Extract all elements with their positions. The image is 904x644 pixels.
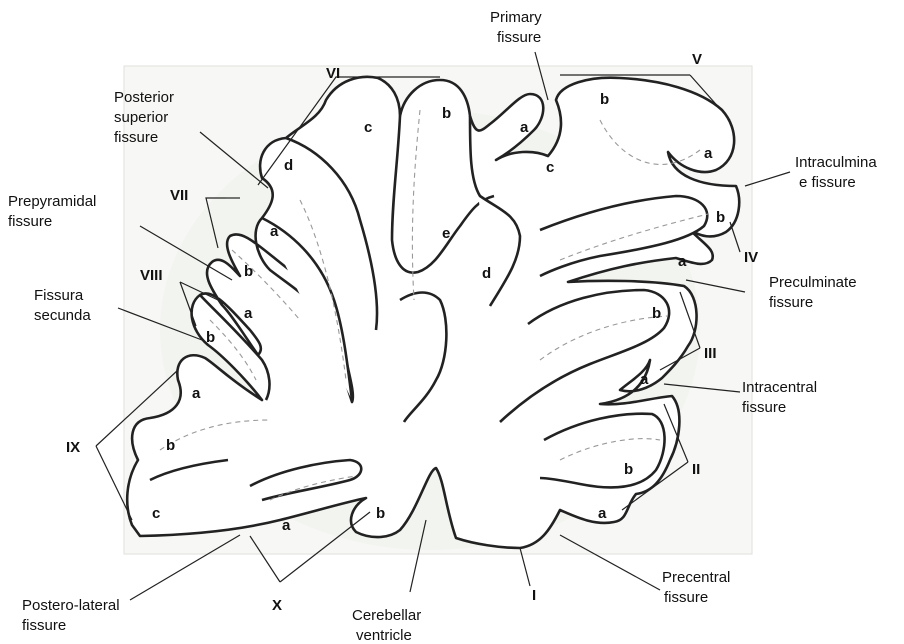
lobule-VII-label: VII (170, 187, 188, 204)
preculminate-fissure-label: Preculminate fissure (769, 274, 861, 311)
sublobule-VIII-a: a (244, 305, 253, 322)
intraculminate-fissure-label: Intraculmina e fissure (795, 154, 881, 191)
sublobule-V-a: a (704, 145, 713, 162)
cerebellar-ventricle-label: Cerebellar ventricle (352, 607, 425, 644)
sublobule-V-d: d (482, 265, 491, 282)
postero-lateral-fissure-label: Postero-lateral fissure (22, 597, 124, 634)
lobule-II-label: II (692, 461, 700, 478)
lobule-V-label: V (692, 51, 702, 68)
lobule-IX-label: IX (66, 439, 80, 456)
sublobule-VII-a: a (270, 223, 279, 240)
intracentral-fissure-label: Intracentral fissure (742, 379, 821, 416)
sublobule-VI-a: a (520, 119, 529, 136)
sublobule-IV-a: a (678, 253, 687, 270)
sublobule-III-b: b (652, 305, 661, 322)
sublobule-X-b: b (376, 505, 385, 522)
sublobule-V-e: e (442, 225, 450, 242)
sublobule-X-a: a (282, 517, 291, 534)
sublobule-V-b: b (600, 91, 609, 108)
lobule-X-label: X (272, 597, 282, 614)
sublobule-IX-c: c (152, 505, 160, 522)
sublobule-VI-c: c (364, 119, 372, 136)
sublobule-VII-b: b (244, 263, 253, 280)
sublobule-VIII-b: b (206, 329, 215, 346)
sublobule-IX-b: b (166, 437, 175, 454)
sublobule-II-b: b (624, 461, 633, 478)
sublobule-III-a: a (640, 371, 649, 388)
sublobule-VI-d: d (284, 157, 293, 174)
prepyramidal-fissure-label: Prepyramidal fissure (8, 193, 101, 230)
lobule-III-label: III (704, 345, 717, 362)
sublobule-V-c: c (546, 159, 554, 176)
lobule-VI-label: VI (326, 65, 340, 82)
primary-fissure-label: Primary fissure (490, 9, 546, 46)
lobule-VIII-label: VIII (140, 267, 163, 284)
sublobule-IX-a: a (192, 385, 201, 402)
lobule-IV-label: IV (744, 249, 758, 266)
sublobule-II-a: a (598, 505, 607, 522)
precentral-fissure-label: Precentral fissure (662, 569, 735, 606)
fissura-secunda-label: Fissura secunda (34, 287, 91, 324)
sublobule-IV-b: b (716, 209, 725, 226)
sublobule-VI-b: b (442, 105, 451, 122)
lobule-I-label: I (532, 587, 536, 604)
